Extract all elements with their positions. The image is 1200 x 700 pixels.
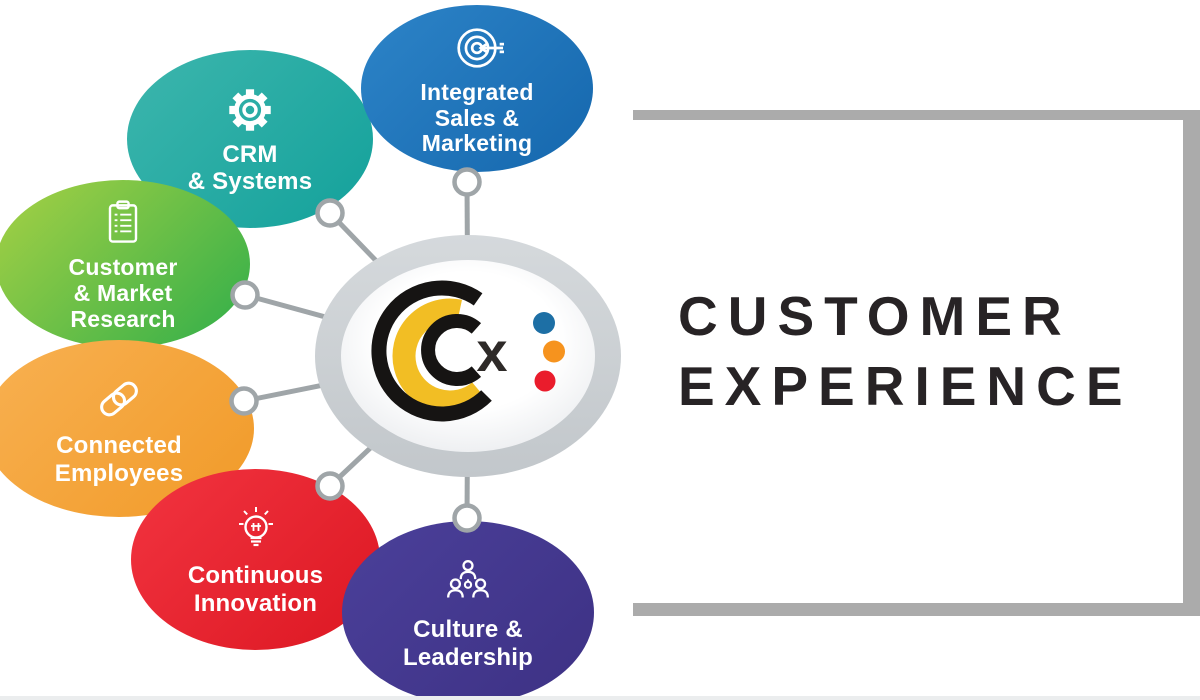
hub-inner-circle: [341, 260, 595, 452]
bubble-integrated-sales-marketing: Integrated Sales & Marketing: [361, 5, 593, 172]
title-line-1: CUSTOMER: [678, 285, 1072, 347]
bubble-label: Culture & Leadership: [402, 616, 534, 671]
frame-top-bar: [633, 110, 1200, 120]
clipboard-icon: [108, 200, 138, 243]
anchor-integrated-sales: [452, 167, 482, 197]
lightbulb-icon: [238, 507, 273, 547]
logo-blue-dot: [533, 312, 555, 334]
connector-lines: [243, 181, 471, 519]
bottom-edge-strip: [0, 696, 1200, 700]
bubble-label: Integrated Sales & Marketing: [420, 78, 534, 157]
logo-red-dot: [534, 370, 556, 392]
cx-logo-x: x: [476, 320, 507, 383]
connector-culture-leadership: [464, 355, 471, 519]
cx-logo-inner-arc: [421, 314, 482, 386]
bubble-label: Connected Employees: [54, 432, 184, 487]
bubble-label: CRM & Systems: [187, 140, 313, 195]
bubble-label: Continuous Innovation: [187, 562, 324, 617]
title-line-2: EXPERIENCE: [678, 355, 1133, 417]
cx-logo-yellow-arc: [392, 298, 487, 414]
connector-customer-research: [244, 292, 469, 359]
bubble-culture-leadership: Culture & Leadership: [342, 521, 594, 700]
people-icon: [447, 560, 489, 598]
frame-right-bar: [1183, 110, 1200, 616]
chain-link-icon: [100, 382, 138, 417]
connector-connected-employees: [243, 353, 469, 404]
bubble-connected-employees: Connected Employees: [0, 340, 254, 517]
gear-icon: [229, 89, 271, 131]
cx-logo: x: [371, 280, 565, 422]
frame-bottom-bar: [633, 603, 1200, 616]
connector-crm: [328, 211, 470, 358]
connector-integrated-sales: [464, 181, 471, 357]
connector-continuous-innovation: [328, 354, 470, 488]
bubble-label: Customer & Market Research: [68, 254, 178, 332]
logo-orange-dot: [543, 340, 565, 363]
bubble-customer-market-research: Customer & Market Research: [0, 180, 250, 348]
hub-ring: [315, 235, 621, 477]
cx-logo-outer-arc: [371, 280, 492, 422]
target-dart-icon: [457, 27, 504, 68]
customer-experience-title: CUSTOMER EXPERIENCE: [678, 281, 1133, 421]
